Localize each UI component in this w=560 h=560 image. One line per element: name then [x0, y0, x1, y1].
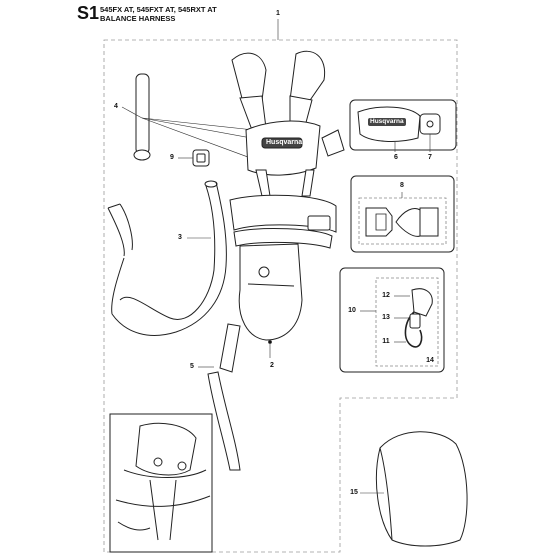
part-6-7-box [349, 99, 457, 152]
diagram-header: 545FX AT, 545FXT AT, 545RXT AT BALANCE H… [100, 5, 217, 23]
assembly-boundary [103, 39, 458, 553]
part-5-strap [207, 323, 241, 471]
brand-logo-text: Husqvarna [266, 139, 303, 146]
callout-9: 9 [170, 154, 174, 161]
callout-15: 15 [350, 489, 358, 496]
model-list: 545FX AT, 545FXT AT, 545RXT AT [100, 5, 217, 14]
diagram-subtitle: BALANCE HARNESS [100, 14, 176, 23]
part-4-strap [133, 73, 151, 161]
sheet-code: S1 [77, 3, 100, 23]
callout-10: 10 [348, 307, 356, 314]
callout-2: 2 [270, 362, 274, 369]
callout-1: 1 [276, 10, 280, 17]
part-10-box [339, 267, 445, 373]
callout-5: 5 [190, 363, 194, 370]
brand-logo-text-box: Husqvarna [370, 118, 404, 125]
part-8-box [350, 175, 455, 253]
callout-13: 13 [382, 314, 390, 321]
part-3-tube [107, 180, 227, 336]
callout-4: 4 [114, 103, 118, 110]
callout-6: 6 [394, 154, 398, 161]
part-9-buckle [192, 149, 210, 167]
part-15-bag [375, 431, 468, 547]
detail-inset [109, 413, 213, 553]
callout-11: 11 [382, 338, 390, 345]
part-2-harness [229, 50, 345, 341]
callout-12: 12 [382, 292, 390, 299]
callout-7: 7 [428, 154, 432, 161]
callout-8: 8 [400, 182, 404, 189]
leader-2 [268, 340, 272, 358]
callout-14: 14 [426, 357, 434, 364]
callout-3: 3 [178, 234, 182, 241]
